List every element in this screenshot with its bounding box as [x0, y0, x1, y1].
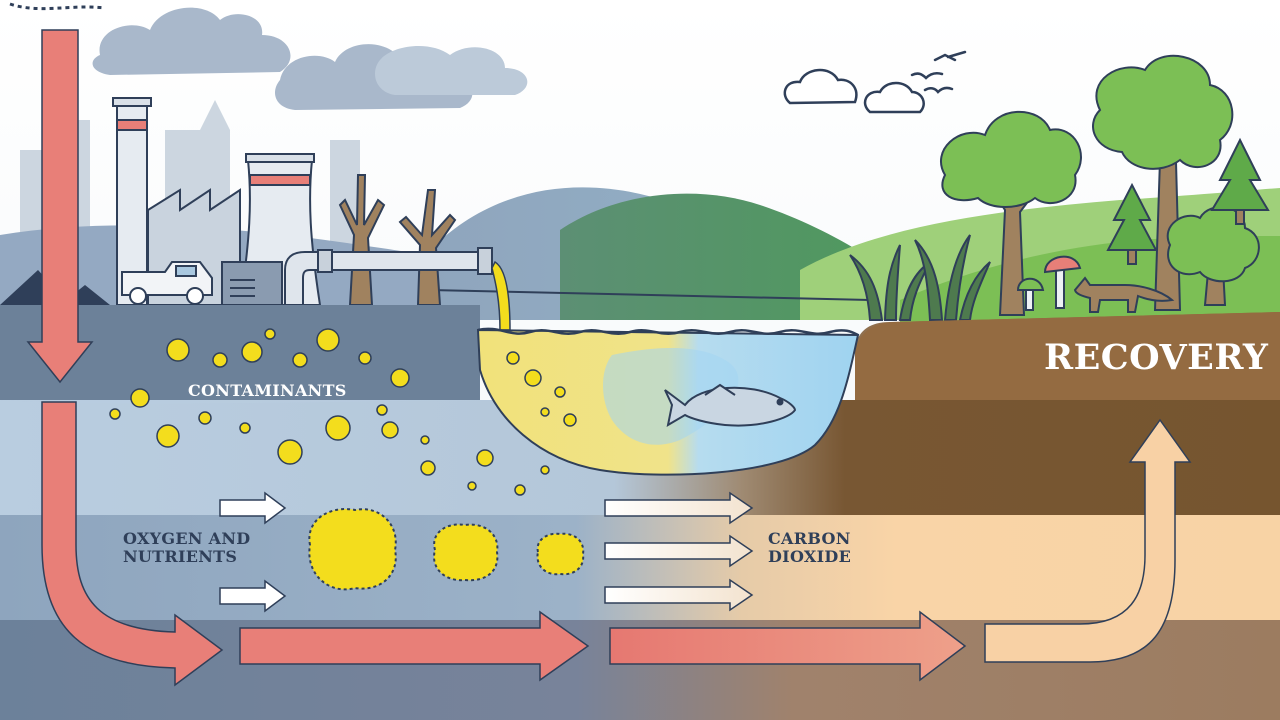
- truck-icon: [121, 261, 213, 305]
- fish-icon: [664, 383, 797, 427]
- tree-icon: [940, 54, 1260, 316]
- dead-tree-icon: [338, 174, 457, 306]
- bird-icon: [910, 50, 967, 94]
- recovery-label: RECOVERY: [1044, 337, 1269, 378]
- oxygen-label-line1: OXYGEN AND: [123, 529, 251, 548]
- co2-label-line1: CARBON: [768, 529, 851, 548]
- pine-tree-icon: [1106, 137, 1270, 265]
- co2-label-line2: DIOXIDE: [768, 547, 852, 567]
- contaminant-particles: [109, 328, 577, 496]
- smoke-trail-icon: [9, 2, 106, 11]
- microbe-blob-icon: [308, 508, 585, 591]
- recovery-arrow: [984, 418, 1192, 663]
- soil-layer-3: [0, 515, 1280, 625]
- mushroom-icon: [1016, 255, 1082, 311]
- oxygen-and-nutrients-label: OXYGEN AND NUTRIENTS: [123, 529, 251, 567]
- process-arrows: [26, 29, 967, 687]
- oxygen-arrows: [219, 491, 287, 613]
- cloud-icon: [783, 68, 925, 114]
- reeds-icon: [849, 234, 991, 321]
- pipe-icon: [284, 247, 493, 306]
- contaminants-label: CONTAMINANTS: [188, 381, 347, 400]
- carbon-dioxide-arrows: [604, 491, 754, 612]
- carbon-dioxide-label: CARBON DIOXIDE: [768, 529, 852, 567]
- oxygen-label-line2: NUTRIENTS: [123, 547, 238, 567]
- fox-icon: [1073, 276, 1175, 313]
- smoke-cloud-icon: [92, 7, 528, 110]
